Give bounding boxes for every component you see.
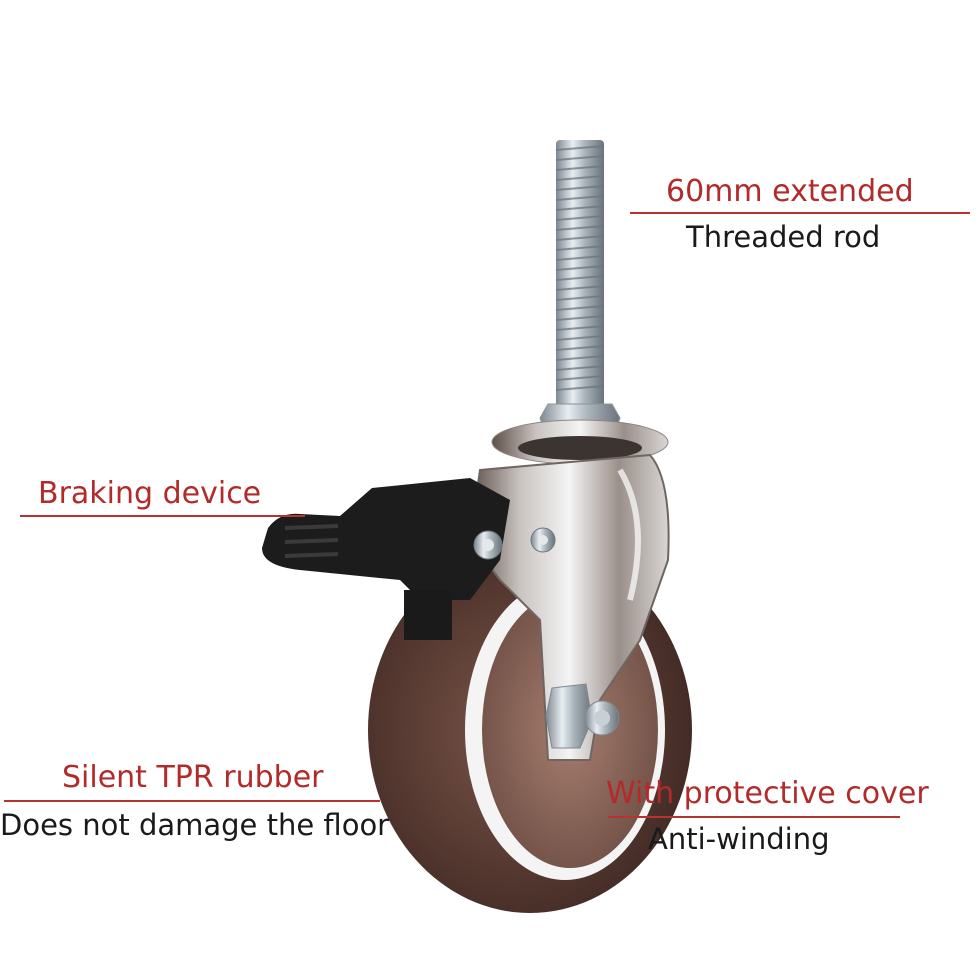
axle-bolt [545, 683, 620, 749]
callout-wheel-line [4, 800, 380, 802]
callout-threaded-rod: 60mm extended Threaded rod [630, 170, 970, 260]
chrome-fork [468, 453, 670, 761]
callout-cover-subtitle: Anti-winding [648, 822, 830, 856]
callout-cover-line [608, 816, 900, 818]
callout-brake-title: Braking device [38, 476, 262, 511]
callout-cover-title: With protective cover [606, 776, 929, 811]
brake-pedal [262, 478, 510, 640]
callout-tpr-rubber: Silent TPR rubber Does not damage the fl… [0, 756, 400, 846]
callout-rod-subtitle: Threaded rod [686, 220, 881, 254]
callout-braking-device: Braking device [20, 472, 310, 522]
threaded-rod [555, 140, 605, 415]
callout-rod-line [630, 212, 970, 214]
callout-wheel-subtitle: Does not damage the floor [0, 808, 390, 842]
callout-protective-cover: With protective cover Anti-winding [604, 774, 974, 864]
callout-wheel-title: Silent TPR rubber [62, 760, 324, 795]
callout-brake-line [20, 515, 305, 517]
callout-rod-title: 60mm extended [666, 174, 914, 209]
